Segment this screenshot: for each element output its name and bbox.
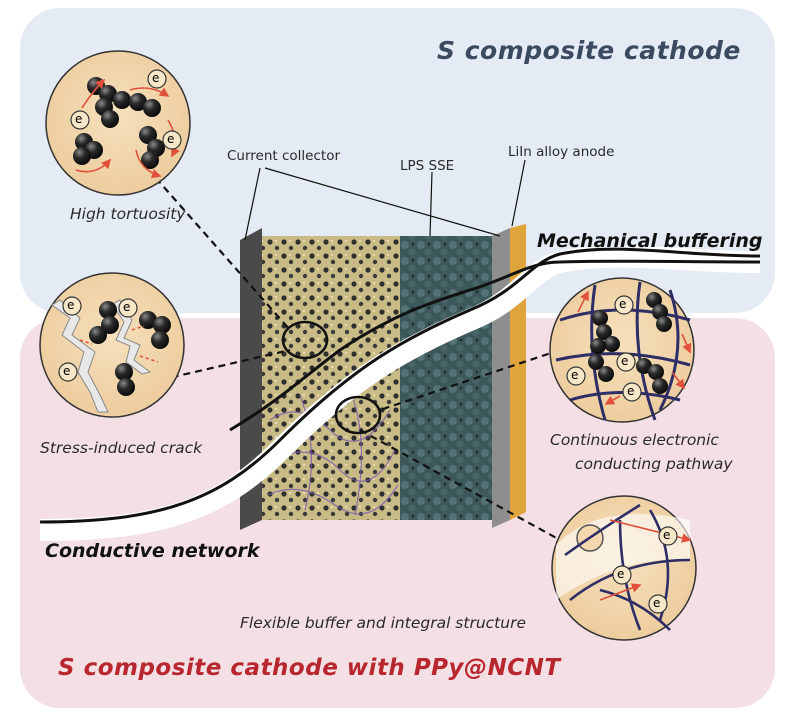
electron-symbol: e [627, 384, 635, 398]
electron-icons [58, 69, 678, 614]
top-panel [20, 8, 775, 313]
inset-stress-crack [39, 272, 185, 418]
label-stress-crack: Stress-induced crack [40, 439, 203, 457]
zoom-marker-top [281, 320, 329, 360]
anode-foil [492, 228, 510, 528]
electron-symbol: e [152, 71, 160, 85]
electron-symbol: e [617, 567, 625, 581]
title-top: S composite cathode [437, 36, 741, 65]
separation-band [39, 245, 761, 541]
electron-symbol: e [63, 364, 71, 378]
label-mechanical-buffering: Mechanical buffering [537, 230, 763, 252]
current-collector-plate [240, 228, 262, 530]
label-continuous-pathway-1: Continuous electronic [550, 431, 719, 449]
title-bottom: S composite cathode with PPy@NCNT [58, 655, 561, 681]
electron-symbol: e [619, 297, 627, 311]
cnt-strands [267, 389, 399, 516]
label-flexible-buffer: Flexible buffer and integral structure [240, 614, 526, 632]
electron-symbol: e [67, 298, 75, 312]
electron-symbol: e [621, 354, 629, 368]
electron-symbol: e [653, 596, 661, 610]
conductive-network-line [39, 247, 761, 524]
electron-symbol: e [167, 132, 175, 146]
electron-symbol: e [663, 528, 671, 542]
label-high-tortuosity: High tortuosity [70, 205, 186, 223]
leader-lines [244, 159, 526, 241]
label-electrolyte: LPS SSE [400, 158, 455, 174]
mechanical-buffer-line [229, 259, 761, 432]
electron-symbol: e [75, 112, 83, 126]
label-current-collector: Current collector [227, 148, 341, 164]
label-anode: LiIn alloy anode [508, 144, 615, 160]
electron-symbol: e [123, 300, 131, 314]
dashed-leaders [139, 159, 561, 541]
battery-cell [39, 224, 761, 541]
inset-continuous-pathway [549, 277, 695, 423]
inset-high-tortuosity [45, 50, 191, 196]
label-continuous-pathway-2: conducting pathway [575, 455, 733, 473]
zoom-marker-bottom [334, 395, 382, 435]
label-conductive-network: Conductive network [45, 540, 260, 562]
electron-symbol: e [571, 368, 579, 382]
